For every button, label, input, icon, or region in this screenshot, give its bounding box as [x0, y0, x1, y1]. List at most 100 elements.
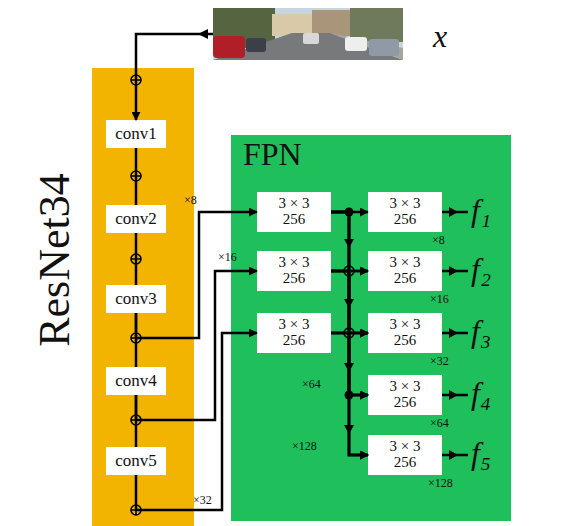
- sum-node: [131, 505, 141, 515]
- block-label: conv1: [115, 125, 157, 143]
- photo-house: [312, 10, 352, 36]
- output-arrowhead: [449, 390, 458, 400]
- stride-label: ×32: [193, 494, 212, 506]
- connector: [331, 270, 368, 273]
- backbone-band: ResNet34conv1conv2conv3conv4conv5: [92, 68, 194, 526]
- flow-arrowhead: [344, 239, 354, 248]
- fpn-title: FPN: [243, 138, 302, 172]
- connector: [331, 212, 368, 395]
- connector: [136, 34, 213, 120]
- block-label: conv2: [115, 210, 157, 228]
- conv-layer-box: 3 × 3256: [368, 435, 442, 475]
- sum-node: [131, 75, 141, 85]
- connector: [136, 333, 257, 510]
- layer-spec: 3 × 3: [390, 196, 421, 212]
- photo-trees: [350, 8, 403, 42]
- street-photo: [213, 8, 403, 60]
- photo-car: [369, 39, 399, 56]
- sum-node: [131, 254, 141, 264]
- output-arrowhead: [449, 328, 458, 338]
- flow-arrowhead: [344, 299, 354, 308]
- input-image: x: [213, 8, 403, 60]
- sum-node: [131, 333, 141, 343]
- output-wires: [442, 212, 468, 455]
- output-wire: [442, 394, 468, 397]
- block-label: conv4: [115, 372, 157, 390]
- connector: [135, 395, 138, 447]
- photo-car: [246, 38, 266, 52]
- sum-node: [344, 328, 354, 338]
- flow-arrowhead: [344, 425, 354, 434]
- block-label: conv3: [115, 290, 157, 308]
- conv-block: conv5: [106, 447, 166, 475]
- layer-spec: 256: [394, 212, 417, 228]
- layer-spec: 3 × 3: [390, 317, 421, 333]
- output-wire: [442, 270, 468, 273]
- connector: [331, 271, 368, 395]
- layer-spec: 256: [394, 333, 417, 349]
- layer-spec: 256: [394, 271, 417, 287]
- backbone-title: ResNet34: [32, 173, 78, 347]
- layer-spec: 256: [394, 455, 417, 471]
- connector: [135, 148, 138, 205]
- sum-node: [344, 266, 354, 276]
- layer-spec: 3 × 3: [279, 255, 310, 271]
- flow-arrowheads: [198, 29, 354, 434]
- connector: [331, 333, 368, 395]
- output-wire: [442, 454, 468, 457]
- layer-spec: 256: [283, 333, 306, 349]
- connector: [331, 333, 368, 455]
- connector: [331, 211, 368, 214]
- connector: [135, 233, 138, 285]
- connector: [331, 271, 368, 333]
- flow-arrowhead: [344, 363, 354, 372]
- layer-spec: 256: [283, 212, 306, 228]
- layer-spec: 3 × 3: [279, 317, 310, 333]
- junction-dots: [345, 208, 354, 400]
- layer-spec: 256: [394, 395, 417, 411]
- layer-spec: 3 × 3: [279, 196, 310, 212]
- layer-spec: 3 × 3: [390, 255, 421, 271]
- conv-layer-box: 3 × 3256: [368, 375, 442, 415]
- photo-sky: [213, 8, 403, 60]
- connector: [331, 212, 368, 271]
- input-symbol: x: [433, 20, 447, 54]
- junction-dot: [345, 208, 354, 217]
- output-arrowheads: [449, 207, 458, 460]
- conv-block: conv1: [106, 120, 166, 148]
- layer-spec: 3 × 3: [390, 379, 421, 395]
- block-label: conv5: [115, 452, 157, 470]
- conv-layer-box: 3 × 3256: [257, 313, 331, 353]
- fpn-band: FPN3 × 32563 × 32563 × 32563 × 32563 × 3…: [231, 135, 511, 521]
- connector: [331, 332, 368, 335]
- output-wire: [442, 332, 468, 335]
- conv-layer-box: 3 × 3256: [368, 313, 442, 353]
- photo-house: [272, 14, 312, 36]
- sum-node: [131, 171, 141, 181]
- connector: [331, 271, 368, 455]
- photo-road: [213, 33, 403, 60]
- sum-node: [131, 415, 141, 425]
- flow-arrowhead: [198, 29, 208, 39]
- conv-layer-box: 3 × 3256: [368, 251, 442, 291]
- output-arrowhead: [449, 266, 458, 276]
- conv-block: conv2: [106, 205, 166, 233]
- conv-layer-box: 3 × 3256: [257, 251, 331, 291]
- conv-layer-box: 3 × 3256: [368, 192, 442, 232]
- junction-dot: [345, 391, 354, 400]
- connector: [331, 212, 368, 333]
- output-arrowhead: [449, 207, 458, 217]
- layer-spec: 3 × 3: [390, 439, 421, 455]
- photo-car: [345, 37, 367, 51]
- layer-spec: 256: [283, 271, 306, 287]
- photo-car: [303, 33, 319, 44]
- connector: [135, 313, 138, 367]
- output-arrowhead: [449, 450, 458, 460]
- connector: [136, 212, 257, 338]
- photo-trees: [213, 8, 275, 48]
- conv-layer-box: 3 × 3256: [257, 192, 331, 232]
- connector: [331, 212, 368, 455]
- photo-car: [213, 36, 245, 58]
- sum-nodes: [131, 75, 354, 515]
